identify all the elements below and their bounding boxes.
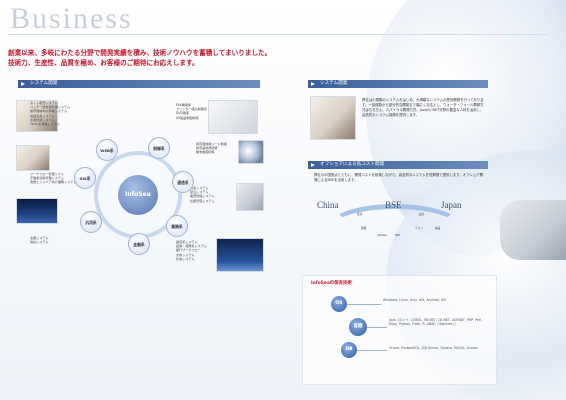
web-item: バッチ一括処理管理システム bbox=[30, 105, 71, 110]
business-item: 在庫管理システム bbox=[190, 198, 215, 203]
control-item: FAX機関係 bbox=[176, 103, 192, 107]
offshore-heading: オフショアによる低コスト開発 bbox=[308, 161, 488, 169]
control-systems-list: FAX機関係 プリンター組込制御系 DVD関係 AV製品制御関係 bbox=[176, 103, 216, 120]
offshore-heading-label: オフショアによる低コスト開発 bbox=[320, 162, 385, 167]
skill-db-list: Oracle, PostgreSQL, SQLServer, Sybase, M… bbox=[389, 346, 478, 350]
photo-man-pc bbox=[310, 96, 356, 140]
node-general: 汎用系 bbox=[80, 211, 102, 233]
offshore-dev-heading: システム開発 bbox=[308, 80, 488, 88]
business-item: 受注システム bbox=[190, 190, 209, 195]
finance-item: 交換システム bbox=[176, 252, 195, 257]
control-item: AV製品制御関係 bbox=[176, 115, 199, 120]
node-business: 業務系 bbox=[166, 215, 188, 237]
page-title: Business bbox=[10, 2, 133, 35]
gis-item: 測量エンジニア向け業務システム bbox=[30, 180, 77, 185]
infosea-hub: InfoSea bbox=[118, 175, 158, 215]
finance-systems-list: 勘定系システム 証券・保険系システム 銀行ワークフロー 交換システム 外為システ… bbox=[176, 240, 220, 261]
system-diagram: InfoSea WEB系 制御系 通信系 業務系 金融系 汎用系 GIS系 bbox=[74, 135, 198, 255]
flow-dev: 開発 bbox=[361, 227, 367, 230]
business-item: 料金システム bbox=[190, 186, 209, 190]
skill-lang-list: Java, C/C++, COBOL, VB.NET, C#.NET, ASP.… bbox=[389, 318, 483, 327]
business-item: 販売管理システム bbox=[190, 194, 215, 199]
node-web: WEB系 bbox=[96, 139, 118, 161]
photo-server bbox=[16, 198, 58, 224]
web-item: 電話会員システム bbox=[30, 113, 55, 118]
node-finance: 金融系 bbox=[128, 233, 150, 255]
system-dev-heading: システム開発 bbox=[18, 80, 260, 88]
arrow-icon bbox=[311, 82, 315, 86]
skills-panel: InfoSeaの保有技術 OS 言語 DB Windows, Linux, Un… bbox=[302, 275, 497, 385]
connector-os bbox=[347, 304, 381, 305]
comm-systems-list: 携帯通信網ノード制御 携帯基地局関係 端末制御関係 bbox=[196, 142, 240, 155]
photo-network bbox=[238, 140, 264, 164]
comm-item: 携帯通信網ノード制御 bbox=[196, 142, 227, 146]
offshore-map: China BSE Japan 受注 設計 開発 InfoSea BSE テスト… bbox=[315, 200, 475, 250]
connector-db bbox=[357, 350, 387, 351]
skill-lang-bubble: 言語 bbox=[349, 318, 367, 336]
offshore-dev-heading-label: システム開発 bbox=[320, 81, 348, 86]
photo-woman-laptop bbox=[16, 100, 58, 132]
arrow-icon bbox=[21, 82, 25, 86]
general-systems-list: 全銀システム 信託システム bbox=[30, 236, 70, 244]
node-gis: GIS系 bbox=[74, 167, 96, 189]
intro-line-2: 技術力、生産性、品質を極め、お客様のご期待にお応えします。 bbox=[8, 59, 199, 67]
finance-item: 証券・保険系システム bbox=[176, 244, 207, 249]
comm-item: 携帯基地局関係 bbox=[196, 146, 218, 151]
node-comm: 通信系 bbox=[172, 171, 194, 193]
general-item: 信託システム bbox=[30, 240, 49, 245]
flow-test: テスト bbox=[415, 227, 423, 230]
skill-os-bubble: OS bbox=[331, 296, 347, 312]
flow-deliver: 納品 bbox=[435, 227, 441, 230]
photo-office bbox=[236, 183, 264, 211]
flow-order: 受注 bbox=[357, 213, 363, 216]
flow-design: 設計 bbox=[419, 213, 425, 216]
intro-line-1: 創業以来、多岐にわたる分野で開発実績を積み、技術ノウハウを蓄積してまいりました。 bbox=[8, 49, 272, 57]
skill-os-list: Windows, Linux, Unix, AIX, Android, iOS bbox=[383, 298, 447, 302]
gis-systems-list: ワークフロー管理ソフト 不動産資料管理システム 測量エンジニア向け業務システム bbox=[30, 172, 88, 185]
photo-hands-keyboard bbox=[500, 200, 566, 260]
control-item: DVD関係 bbox=[176, 111, 190, 116]
flow-arc bbox=[329, 204, 461, 248]
system-dev-heading-label: システム開発 bbox=[30, 81, 58, 86]
comm-item: 端末制御関係 bbox=[196, 150, 215, 155]
offshore-dev-text: 弊社は小規模のシステムをはじめ、大規模なシステムの受託開発を行っております。一括… bbox=[362, 98, 484, 117]
web-item: Open系構築システム bbox=[30, 122, 60, 127]
label-china: China bbox=[317, 200, 339, 210]
offshore-text: 弊社の中国拠点とともに、開発コストを削減しながら、高品質なシステムを短期間で提供… bbox=[314, 173, 483, 182]
arrow-icon bbox=[311, 163, 315, 167]
photo-woman-desk bbox=[16, 145, 50, 171]
intro-text: 創業以来、多岐にわたる分野で開発実績を積み、技術ノウハウを蓄積してまいりました。… bbox=[8, 48, 278, 68]
business-systems-list: 料金システム 受注システム 販売管理システム 在庫管理システム bbox=[190, 186, 236, 203]
label-bse: BSE bbox=[385, 200, 402, 210]
connector-lang bbox=[367, 327, 387, 328]
finance-item: 外為システム bbox=[176, 256, 195, 261]
skill-db-bubble: DB bbox=[341, 342, 357, 358]
finance-item: 銀行ワークフロー bbox=[176, 248, 201, 253]
title-divider bbox=[8, 34, 548, 35]
finance-item: 勘定系システム bbox=[176, 240, 198, 244]
flow-bse: BSE bbox=[395, 234, 401, 237]
flow-infosea: InfoSea bbox=[377, 234, 387, 237]
gis-item: ワークフロー管理ソフト bbox=[30, 172, 65, 176]
photo-printer bbox=[208, 100, 258, 134]
general-item: 全銀システム bbox=[30, 236, 49, 240]
node-control: 制御系 bbox=[148, 137, 170, 159]
web-systems-list: ネット販売システム バッチ一括処理管理システム 携帯通信向け情報システム 電話会… bbox=[30, 101, 80, 126]
web-item: 携帯通信向け情報システム bbox=[30, 109, 68, 114]
web-item: 在庫管理システム bbox=[30, 117, 55, 122]
label-japan: Japan bbox=[441, 200, 462, 210]
gis-item: 不動産資料管理システム bbox=[30, 176, 64, 181]
photo-city-night bbox=[216, 238, 264, 272]
control-item: プリンター組込制御系 bbox=[176, 107, 207, 112]
skills-title: InfoSeaの保有技術 bbox=[311, 281, 352, 286]
web-item: ネット販売システム bbox=[30, 101, 58, 105]
